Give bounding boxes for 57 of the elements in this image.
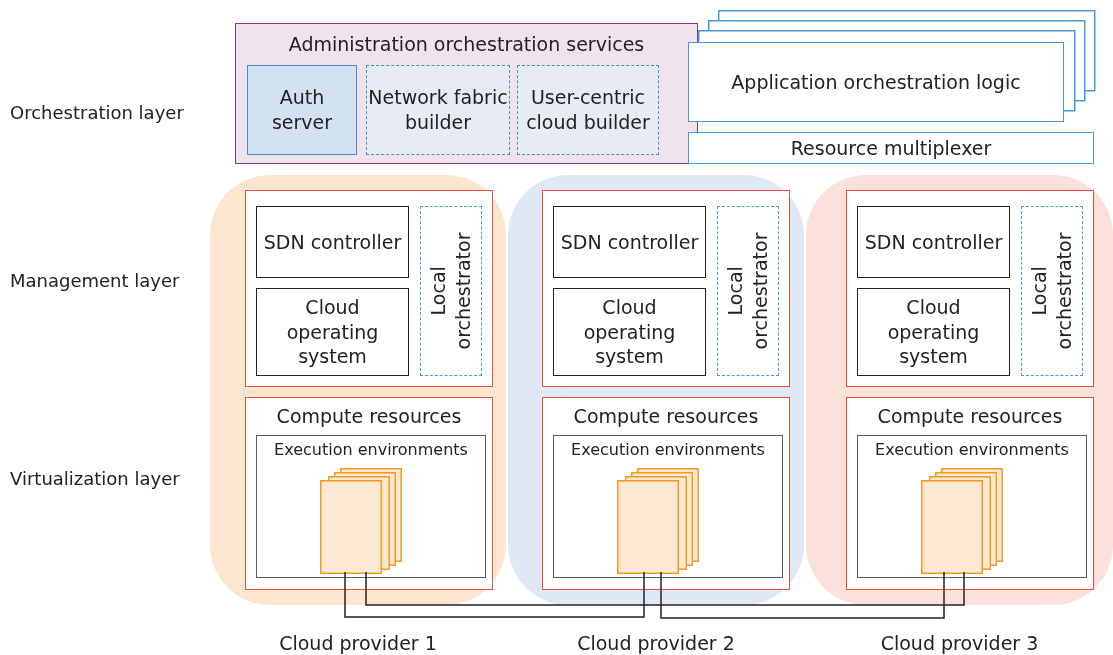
box-label: Local orchestrator <box>426 232 475 350</box>
box-label: Resource multiplexer <box>789 135 993 161</box>
box-label: Local orchestrator <box>723 232 772 350</box>
stacked-pages-icon <box>320 468 402 574</box>
box-label: SDN controller <box>863 229 1004 255</box>
component-box <box>857 288 1010 376</box>
provider-label: Cloud provider 1 <box>278 631 438 655</box>
environment-box <box>857 435 1087 578</box>
box-label: Network fabric builder <box>367 85 509 135</box>
box-label: SDN controller <box>262 229 403 255</box>
box-heading: Execution environments <box>874 440 1070 461</box>
service-box <box>247 65 357 155</box>
box-heading: Compute resources <box>275 404 463 429</box>
component-box <box>256 206 409 278</box>
layer-label: Virtualization layer <box>10 468 180 489</box>
box-heading: Compute resources <box>572 404 760 429</box>
connector-line <box>660 571 945 619</box>
stacked-pages-icon <box>617 468 699 574</box>
box-label: Local orchestrator <box>1027 232 1076 350</box>
box-heading: Compute resources <box>876 404 1064 429</box>
compute-box <box>846 397 1094 590</box>
layer-label: Orchestration layer <box>10 102 184 123</box>
connector-line <box>344 571 645 618</box>
box-label: User-centric cloud builder <box>525 85 651 135</box>
box-heading: Execution environments <box>570 440 766 461</box>
box-label: Auth server <box>270 85 334 135</box>
layer-label: Management layer <box>10 270 180 291</box>
service-box <box>366 65 510 155</box>
box-label: Cloud operating system <box>886 294 981 370</box>
box-label: Cloud operating system <box>285 294 380 370</box>
box-heading: Execution environments <box>273 440 469 461</box>
box-label: Application orchestration logic <box>730 69 1022 95</box>
group-panel <box>235 23 698 164</box>
logic-box <box>688 42 1064 122</box>
provider-label: Cloud provider 2 <box>576 631 736 655</box>
group-title: Administration orchestration services <box>287 32 646 57</box>
environment-box <box>256 435 486 578</box>
multiplexer-bar <box>688 132 1094 164</box>
box-label: SDN controller <box>559 229 700 255</box>
box-label: Cloud operating system <box>582 294 677 370</box>
orchestrator-box <box>420 206 482 376</box>
management-box <box>846 190 1094 387</box>
management-box <box>542 190 790 387</box>
service-box <box>517 65 659 155</box>
connector-line <box>365 571 965 606</box>
component-box <box>553 206 706 278</box>
orchestrator-box <box>717 206 779 376</box>
component-box <box>553 288 706 376</box>
orchestrator-box <box>1021 206 1083 376</box>
provider-label: Cloud provider 3 <box>879 631 1040 655</box>
component-box <box>857 206 1010 278</box>
compute-box <box>542 397 790 590</box>
compute-box <box>245 397 493 590</box>
environment-box <box>553 435 783 578</box>
management-box <box>245 190 493 387</box>
component-box <box>256 288 409 376</box>
stacked-pages-icon <box>921 468 1003 574</box>
